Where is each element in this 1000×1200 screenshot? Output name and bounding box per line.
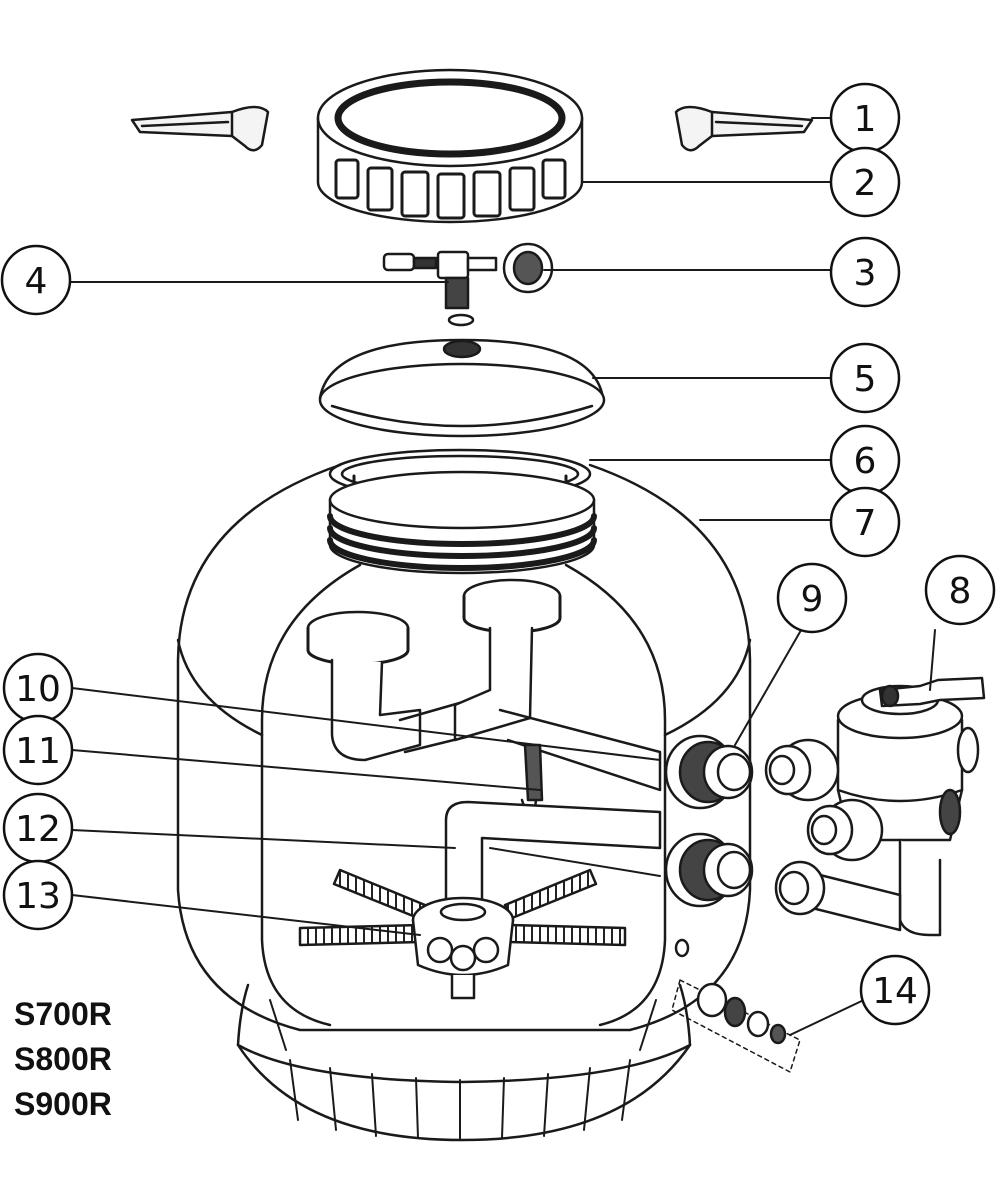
model-label-s700r: S700R — [14, 996, 112, 1032]
svg-text:1: 1 — [854, 99, 877, 140]
callout-6: 6 — [829, 424, 901, 496]
lateral-hub — [298, 868, 627, 1000]
tank-lid — [318, 338, 606, 438]
air-relief-assembly — [382, 242, 554, 327]
leader-lines — [69, 117, 936, 1036]
callout-1: 1 — [829, 82, 901, 154]
callout-10: 10 — [2, 652, 74, 724]
model-label-s800r: S800R — [14, 1041, 112, 1077]
svg-text:12: 12 — [15, 809, 61, 850]
callout-3: 3 — [829, 236, 901, 308]
svg-text:8: 8 — [949, 571, 972, 612]
callout-11: 11 — [2, 714, 74, 786]
callout-4: 4 — [0, 244, 72, 316]
drain-plug-kit — [671, 979, 801, 1073]
model-label-s900r: S900R — [14, 1086, 112, 1122]
upper-diffuser-pipes — [306, 578, 662, 792]
tank-collar — [327, 470, 597, 575]
svg-text:9: 9 — [801, 579, 824, 620]
clamp-handle-right — [674, 105, 814, 152]
lock-ring — [316, 68, 584, 224]
callout-7: 7 — [829, 486, 901, 558]
callout-8: 8 — [924, 554, 996, 626]
callout-13: 13 — [2, 859, 74, 931]
svg-text:13: 13 — [15, 876, 61, 917]
callout-14: 14 — [859, 954, 931, 1026]
tank-union-upper — [664, 734, 754, 810]
svg-text:6: 6 — [854, 441, 877, 482]
tank-union-lower — [664, 832, 754, 908]
svg-text:14: 14 — [872, 971, 918, 1012]
callout-5: 5 — [829, 342, 901, 414]
filter-tank — [176, 463, 752, 1032]
svg-text:7: 7 — [854, 503, 877, 544]
svg-text:2: 2 — [854, 163, 877, 204]
svg-text:4: 4 — [25, 261, 48, 302]
svg-text:3: 3 — [854, 253, 877, 294]
callout-9: 9 — [776, 562, 848, 634]
svg-text:10: 10 — [15, 669, 61, 710]
svg-text:11: 11 — [15, 731, 61, 772]
callout-2: 2 — [829, 146, 901, 218]
center-standpipe — [444, 800, 662, 907]
clamp-handle-left — [130, 105, 270, 152]
multiport-valve — [764, 676, 986, 937]
tank-base — [236, 983, 692, 1142]
callout-12: 12 — [2, 792, 74, 864]
svg-text:5: 5 — [854, 359, 877, 400]
